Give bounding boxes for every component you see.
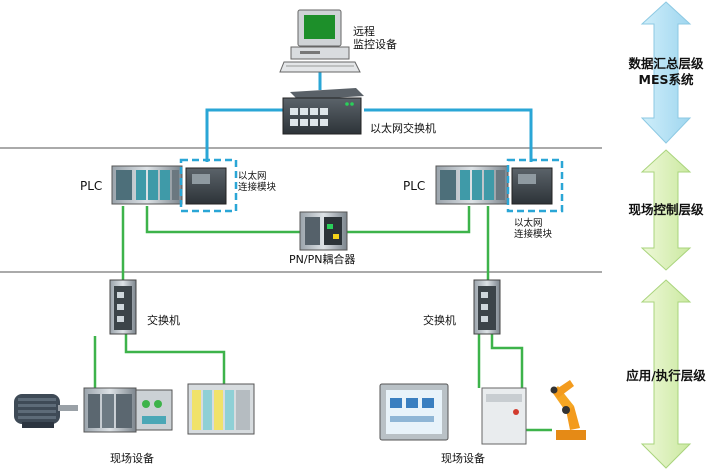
field-devices-left-label: 现场设备 bbox=[110, 452, 154, 465]
remote-monitor-icon bbox=[279, 9, 361, 73]
robot-controller-icon bbox=[481, 387, 527, 445]
switch-right-label: 交换机 bbox=[423, 314, 456, 327]
eth-module-left-highlight bbox=[179, 158, 238, 213]
tier-arrow-control bbox=[640, 149, 692, 271]
tier-arrow-app bbox=[640, 279, 692, 469]
eth-module-right-icon bbox=[511, 167, 553, 205]
industrial-robot-icon bbox=[550, 380, 586, 440]
eth-module-right-highlight bbox=[506, 158, 564, 213]
profinet-links bbox=[93, 206, 552, 432]
eth-module-right-label: 以太网 连接模块 bbox=[514, 218, 553, 240]
motor-icon bbox=[14, 394, 78, 428]
field-devices-right-label: 现场设备 bbox=[441, 452, 485, 465]
switch-left-icon bbox=[109, 279, 137, 335]
switch-right-icon bbox=[473, 279, 501, 335]
tier-label-control: 现场控制层级 bbox=[628, 202, 704, 217]
remote-io-icon bbox=[187, 383, 255, 435]
plc-left-label: PLC bbox=[80, 179, 103, 193]
eth-module-left-icon bbox=[185, 167, 227, 205]
hmi-panel-icon bbox=[379, 383, 449, 441]
ethernet-switch-label: 以太网交换机 bbox=[370, 122, 436, 135]
ethernet-links bbox=[205, 72, 533, 162]
coupler-label: PN/PN耦合器 bbox=[289, 253, 356, 266]
remote-monitor-label: 远程 监控设备 bbox=[353, 25, 397, 51]
io-drive-icon bbox=[83, 387, 173, 433]
tier-label-data: 数据汇总层级 MES系统 bbox=[628, 56, 704, 87]
eth-module-left-label: 以太网 连接模块 bbox=[238, 171, 277, 193]
tier-arrow-data bbox=[640, 1, 692, 144]
tier-label-app: 应用/执行层级 bbox=[626, 368, 706, 383]
plc-right-label: PLC bbox=[403, 179, 426, 193]
pn-coupler-icon bbox=[299, 211, 348, 251]
ethernet-switch-icon bbox=[282, 88, 364, 135]
plc-right-icon bbox=[435, 165, 509, 205]
plc-left-icon bbox=[111, 165, 183, 205]
switch-left-label: 交换机 bbox=[147, 314, 180, 327]
